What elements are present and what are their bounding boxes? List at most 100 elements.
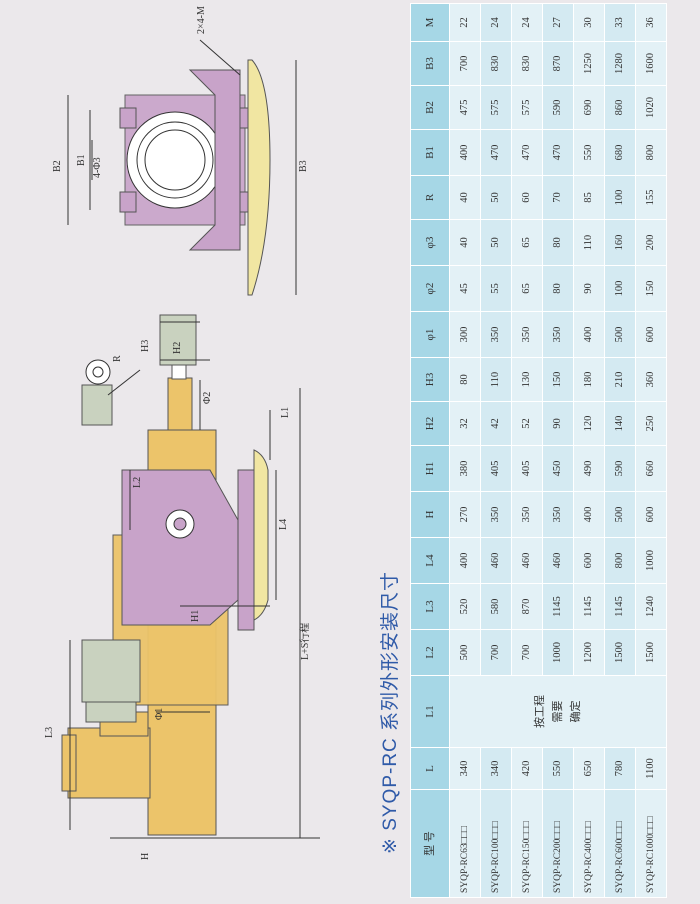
model-cell: SYQP-RC1000□□□ (635, 789, 667, 898)
value-cell: 33 (604, 3, 636, 42)
value-cell: 470 (542, 129, 574, 176)
value-cell: 350 (511, 311, 543, 358)
value-cell: 460 (511, 537, 543, 584)
col-header: L1 (410, 675, 450, 748)
value-cell: 420 (511, 747, 543, 790)
value-cell: 450 (542, 445, 574, 492)
value-cell: 1100 (635, 747, 667, 790)
col-header: B3 (410, 41, 450, 86)
value-cell: 405 (511, 445, 543, 492)
value-cell: 180 (573, 357, 605, 402)
col-header: H (410, 491, 450, 538)
value-cell: 800 (604, 537, 636, 584)
value-cell: 1000 (635, 537, 667, 584)
value-cell: 340 (449, 747, 481, 790)
value-cell: 500 (449, 629, 481, 676)
value-cell: 22 (449, 3, 481, 42)
value-cell: 650 (573, 747, 605, 790)
dim-l1: L1 (280, 407, 291, 418)
col-header: H3 (410, 357, 450, 402)
dim-b2: B2 (52, 160, 63, 172)
col-header: H1 (410, 445, 450, 492)
col-header: φ2 (410, 265, 450, 312)
col-header: B2 (410, 85, 450, 130)
value-cell: 70 (542, 175, 574, 220)
value-cell: 80 (542, 265, 574, 312)
value-cell: 1240 (635, 583, 667, 630)
value-cell: 40 (449, 175, 481, 220)
dim-stroke: L+S行程 (298, 623, 311, 660)
value-cell: 110 (480, 357, 512, 402)
dim-phi2: Φ2 (202, 392, 213, 404)
dim-h3: H3 (140, 340, 151, 352)
value-cell: 120 (573, 401, 605, 446)
value-cell: 400 (573, 491, 605, 538)
value-cell: 870 (511, 583, 543, 630)
value-cell: 50 (480, 219, 512, 266)
value-cell: 50 (480, 175, 512, 220)
value-cell: 700 (449, 41, 481, 86)
dim-2x4m: 2×4-M (196, 6, 207, 34)
value-cell: 460 (542, 537, 574, 584)
value-cell: 700 (511, 629, 543, 676)
value-cell: 270 (449, 491, 481, 538)
value-cell: 660 (635, 445, 667, 492)
value-cell: 550 (542, 747, 574, 790)
value-cell: 575 (511, 85, 543, 130)
value-cell: 1020 (635, 85, 667, 130)
inlet-pipe (67, 727, 151, 799)
value-cell: 470 (511, 129, 543, 176)
value-cell: 475 (449, 85, 481, 130)
value-cell: 80 (542, 219, 574, 266)
dim-l2: L2 (132, 477, 143, 488)
value-cell: 680 (604, 129, 636, 176)
value-cell: 1500 (604, 629, 636, 676)
model-cell: SYQP-RC600□□□ (604, 789, 636, 898)
value-cell: 55 (480, 265, 512, 312)
motor-fan (85, 701, 137, 723)
dim-phi1: Φ1 (154, 708, 165, 720)
value-cell: 600 (635, 491, 667, 538)
col-header: L2 (410, 629, 450, 676)
front-cylinder-inner (136, 121, 214, 199)
model-cell: SYQP-RC400□□□ (573, 789, 605, 898)
value-cell: 470 (480, 129, 512, 176)
value-cell: 1145 (604, 583, 636, 630)
value-cell: 400 (573, 311, 605, 358)
value-cell: 580 (480, 583, 512, 630)
value-cell: 520 (449, 583, 481, 630)
value-cell: 100 (604, 265, 636, 312)
l1-note-line: 确定 (570, 700, 582, 723)
value-cell: 65 (511, 219, 543, 266)
col-header: L4 (410, 537, 450, 584)
value-cell: 150 (635, 265, 667, 312)
value-cell: 1145 (573, 583, 605, 630)
model-cell: SYQP-RC63□□□ (449, 789, 481, 898)
col-header: L3 (410, 583, 450, 630)
value-cell: 130 (511, 357, 543, 402)
value-cell: 490 (573, 445, 605, 492)
front-view (67, 39, 297, 296)
value-cell: 350 (542, 311, 574, 358)
value-cell: 1145 (542, 583, 574, 630)
value-cell: 30 (573, 3, 605, 42)
value-cell: 800 (635, 129, 667, 176)
value-cell: 90 (573, 265, 605, 312)
value-cell: 24 (480, 3, 512, 42)
value-cell: 155 (635, 175, 667, 220)
value-cell: 860 (604, 85, 636, 130)
value-cell: 1280 (604, 41, 636, 86)
value-cell: 24 (511, 3, 543, 42)
spec-title: ※ SYQP-RC 系列外形安装尺寸 (380, 570, 401, 854)
value-cell: 400 (449, 537, 481, 584)
spec-table: 型 号 L L1 L2 L3 L4 H H1 H2 H3 φ1 φ2 φ3 R … (410, 3, 667, 898)
l1-note-line: 按工程 (534, 695, 546, 728)
value-cell: 1000 (542, 629, 574, 676)
